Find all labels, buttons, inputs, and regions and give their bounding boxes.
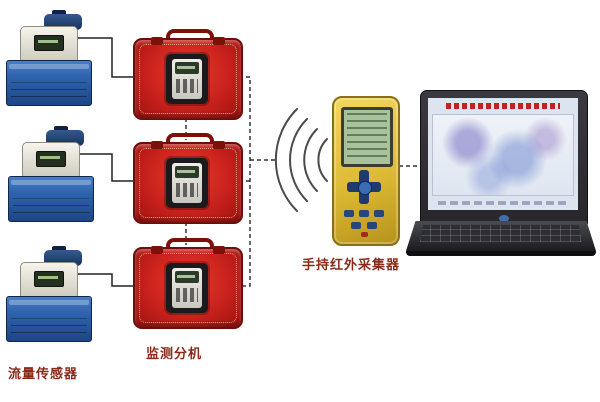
software-title-text: [446, 103, 560, 109]
monitor-unit-case-1: [133, 29, 243, 120]
instrument-face: [172, 59, 202, 99]
monitor-unit-case-3: [133, 238, 243, 329]
instrument-lcd: [175, 271, 199, 283]
instrument-lcd: [175, 166, 199, 178]
case-clasp-left: [151, 141, 163, 149]
meter-knob: [54, 126, 68, 132]
case-rivet-trim: [139, 253, 237, 323]
instrument-buttons: [176, 183, 198, 197]
case-body: [133, 141, 243, 224]
flow-sensor-unit-1: [6, 10, 92, 106]
case-instrument-panel: [166, 54, 208, 104]
laptop-screen: [428, 98, 578, 210]
wave-arc-1: [317, 138, 328, 182]
instrument-lcd: [175, 62, 199, 74]
keypad-button: [367, 222, 377, 229]
wave-arc-4: [274, 108, 298, 212]
monitor-unit-case-2: [133, 133, 243, 224]
wave-arc-3: [289, 118, 308, 202]
keypad-button: [359, 210, 369, 217]
flow-meter-icon: [22, 126, 84, 180]
meter-body: [22, 142, 80, 180]
meter-display: [34, 271, 64, 287]
case-instrument-panel: [166, 158, 208, 208]
flow-sensor-label: 流量传感器: [8, 366, 79, 381]
laptop-screen-bezel: [420, 90, 588, 226]
meter-display: [36, 151, 66, 167]
sensor-box-icon: [6, 296, 92, 342]
meter-knob: [52, 10, 66, 16]
meter-knob: [52, 246, 66, 252]
case-clasp-left: [151, 37, 163, 45]
case-body: [133, 37, 243, 120]
software-status-bar: [438, 201, 568, 205]
instrument-buttons: [176, 79, 198, 93]
keypad-button: [351, 222, 361, 229]
flow-meter-icon: [20, 246, 82, 300]
monitor-unit-label: 监测分机: [146, 346, 203, 361]
case-clasp-right: [213, 141, 225, 149]
handheld-collector-label: 手持红外采集器: [302, 257, 401, 272]
sensor-box-icon: [8, 176, 94, 222]
meter-display: [34, 35, 64, 51]
handheld-collector-device: [332, 96, 400, 246]
software-content-area: [432, 114, 574, 196]
keypad-center-button: [358, 181, 372, 195]
meter-body: [20, 262, 78, 300]
wave-arc-2: [303, 128, 318, 192]
keypad-button: [374, 210, 384, 217]
keypad-button: [344, 210, 354, 217]
flow-sensor-unit-3: [6, 246, 92, 342]
case-clasp-left: [151, 246, 163, 254]
instrument-face: [172, 163, 202, 203]
flow-meter-icon: [20, 10, 82, 64]
case-body: [133, 246, 243, 329]
case-rivet-trim: [139, 44, 237, 114]
laptop-computer: [406, 90, 596, 260]
case-clasp-right: [213, 37, 225, 45]
case-rivet-trim: [139, 148, 237, 218]
sensor-box-icon: [6, 60, 92, 106]
power-indicator: [361, 232, 368, 237]
wireless-signal-icon: [274, 108, 328, 212]
laptop-front-edge: [406, 251, 596, 256]
case-bus-line: [239, 76, 276, 287]
laptop-keyboard: [420, 225, 582, 242]
instrument-buttons: [176, 288, 198, 302]
case-clasp-right: [213, 246, 225, 254]
meter-body: [20, 26, 78, 64]
handheld-lcd-screen: [341, 107, 393, 167]
flow-sensor-unit-2: [8, 126, 94, 222]
case-instrument-panel: [166, 263, 208, 313]
instrument-face: [172, 268, 202, 308]
laptop-brand-logo: [499, 215, 509, 222]
